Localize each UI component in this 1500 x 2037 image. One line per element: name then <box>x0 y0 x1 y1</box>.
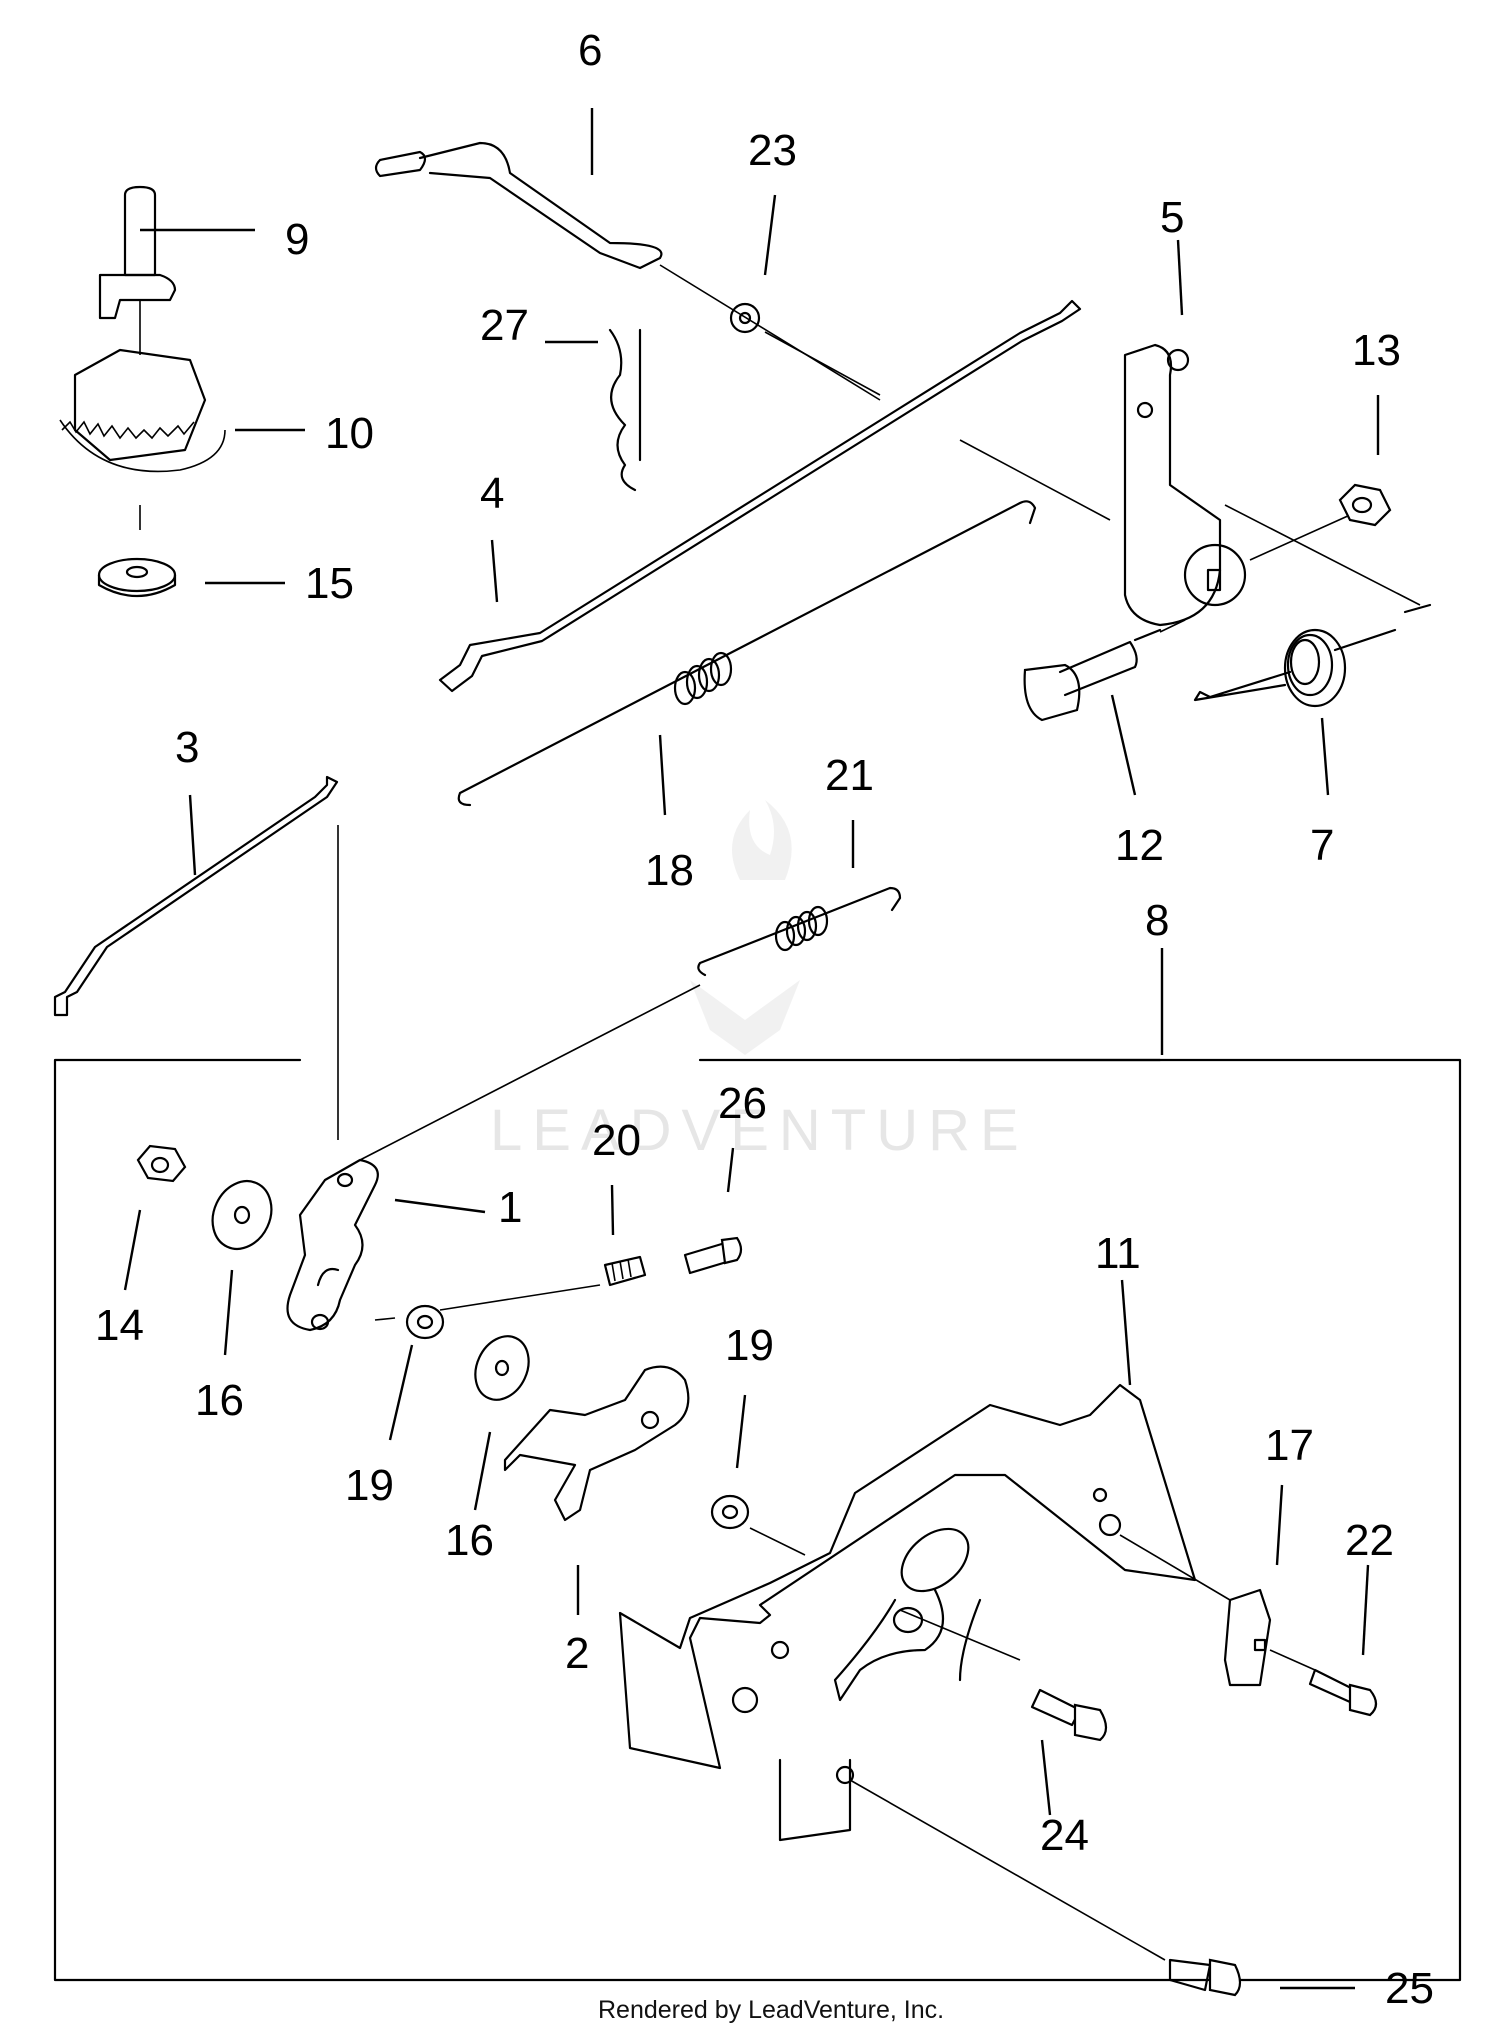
footer-credit: Rendered by LeadVenture, Inc. <box>598 1996 944 2024</box>
label-7: 7 <box>1310 821 1334 870</box>
watermark-logo <box>690 800 800 1055</box>
label-26: 26 <box>718 1079 767 1128</box>
part-27-gasket <box>608 328 642 492</box>
label-4: 4 <box>480 469 504 518</box>
label-8: 8 <box>1145 896 1169 945</box>
watermark-text: LEADVENTURE <box>490 1098 1029 1163</box>
leader-lines <box>123 108 1380 1990</box>
label-22: 22 <box>1345 1516 1394 1565</box>
part-18-spring-rod <box>457 500 1037 807</box>
part-25-screw <box>1168 1958 1242 1997</box>
label-23: 23 <box>748 126 797 175</box>
part-1-governor-lever <box>286 1158 379 1332</box>
label-17: 17 <box>1265 1421 1314 1470</box>
label-6: 6 <box>578 26 602 75</box>
label-3: 3 <box>175 723 199 772</box>
part-3-rod <box>53 775 339 1017</box>
label-15: 15 <box>305 559 354 608</box>
part-13-nut <box>1338 483 1392 527</box>
part-16-washer-a <box>211 1180 273 1250</box>
label-5: 5 <box>1160 193 1184 242</box>
part-22-screw <box>1308 1668 1378 1717</box>
part-16-washer-b <box>474 1335 530 1401</box>
label-21: 21 <box>825 751 874 800</box>
part-labels: 6 23 5 9 27 13 10 4 15 3 21 12 7 18 8 26… <box>95 26 1434 2013</box>
part-10-governor-gear <box>59 300 226 530</box>
label-19-a: 19 <box>345 1461 394 1510</box>
part-14-nut <box>136 1144 187 1183</box>
label-10: 10 <box>325 409 374 458</box>
part-20-screw <box>603 1255 647 1287</box>
part-17-clip <box>1223 1588 1272 1687</box>
label-13: 13 <box>1352 326 1401 375</box>
label-14: 14 <box>95 1301 144 1350</box>
label-16-b: 16 <box>445 1516 494 1565</box>
part-15-washer <box>97 557 177 598</box>
part-26-screw <box>683 1236 743 1275</box>
part-4-rod <box>438 299 1082 693</box>
label-12: 12 <box>1115 821 1164 870</box>
label-24: 24 <box>1040 1811 1089 1860</box>
label-11: 11 <box>1095 1229 1141 1278</box>
label-18: 18 <box>645 846 694 895</box>
part-23-nut <box>729 302 761 334</box>
part-24-screw <box>1030 1688 1108 1742</box>
label-20: 20 <box>592 1116 641 1165</box>
label-19-b: 19 <box>725 1321 774 1370</box>
part-5-control-lever <box>1123 343 1247 627</box>
label-2: 2 <box>565 1629 589 1678</box>
assembly-frame <box>53 1058 1462 1982</box>
label-27: 27 <box>480 301 529 350</box>
part-19-nut-a <box>405 1304 445 1340</box>
label-25: 25 <box>1385 1964 1434 2013</box>
part-19-nut-b <box>710 1494 750 1530</box>
part-11-bracket <box>618 1383 1197 1842</box>
label-16-a: 16 <box>195 1376 244 1425</box>
part-9-bushing <box>98 185 177 320</box>
part-6-lever <box>374 141 663 270</box>
part-21-spring <box>697 886 902 977</box>
part-12-bolt <box>1023 619 1186 722</box>
label-9: 9 <box>285 215 309 264</box>
label-1: 1 <box>498 1183 522 1232</box>
part-2-speed-lever <box>503 1365 690 1522</box>
part-7-spring <box>1193 628 1397 708</box>
